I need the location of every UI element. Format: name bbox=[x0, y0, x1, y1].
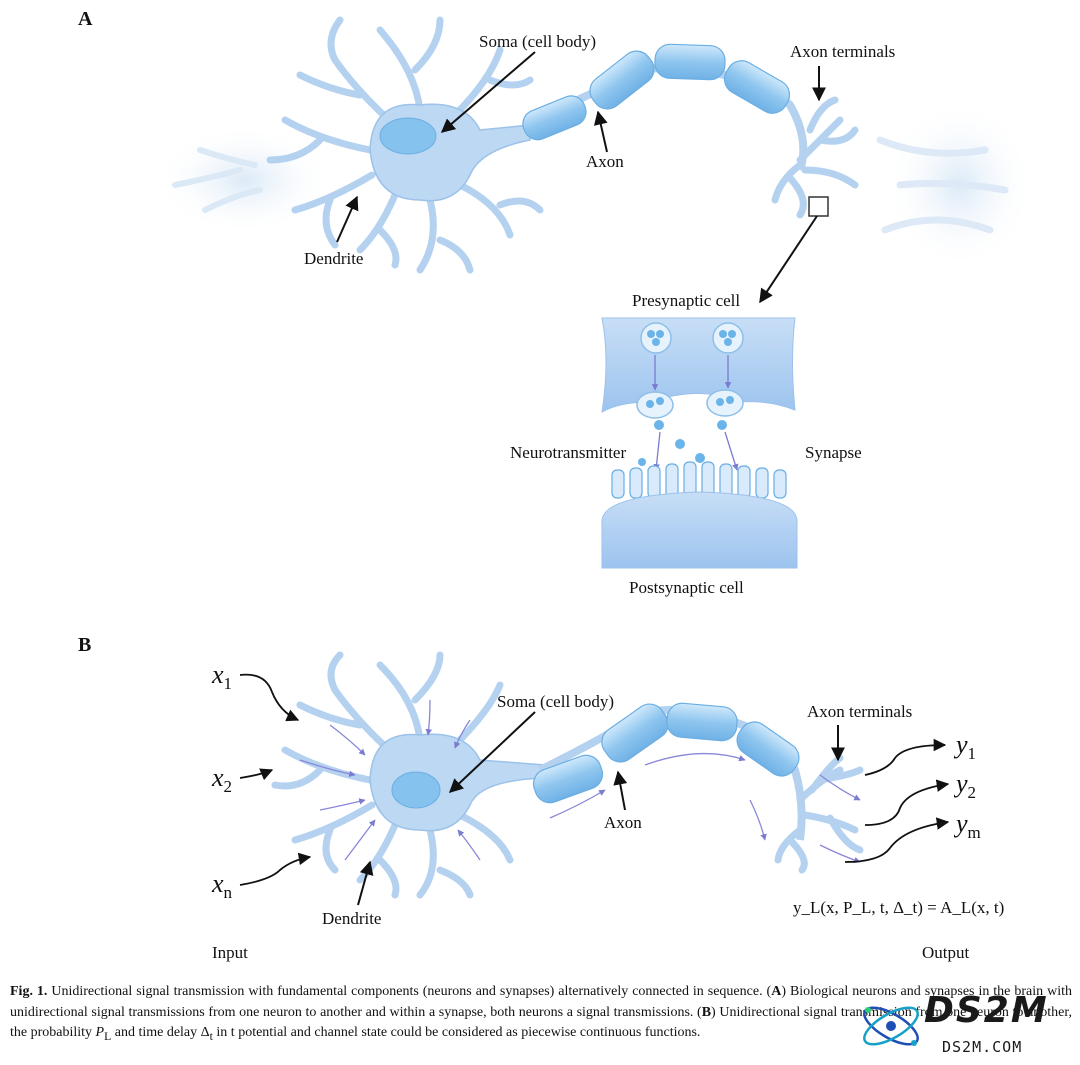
nucleus-a bbox=[379, 117, 437, 155]
neurotransmitter-label: Neurotransmitter bbox=[510, 443, 627, 462]
output-arrow-m bbox=[844, 817, 950, 863]
input-x1: x1 bbox=[212, 660, 233, 693]
axon-arrow-a bbox=[593, 110, 608, 153]
panel-b-drawing bbox=[239, 651, 950, 906]
postsynaptic-terminal bbox=[601, 491, 798, 569]
soma-arrow-a bbox=[440, 51, 536, 133]
soma-body-a bbox=[369, 103, 531, 202]
soma-label-b: Soma (cell body) bbox=[497, 692, 615, 711]
dendrite-arrow-a bbox=[336, 195, 359, 243]
input-arrow-2 bbox=[239, 768, 274, 781]
postsynaptic-label: Postsynaptic cell bbox=[629, 578, 744, 597]
input-xn: xn bbox=[212, 869, 233, 902]
presynaptic-label: Presynaptic cell bbox=[632, 291, 741, 310]
figure-caption: Fig. 1. Unidirectional signal transmissi… bbox=[10, 984, 1072, 1043]
dendrites-a bbox=[266, 16, 544, 274]
nucleus-b bbox=[391, 771, 441, 809]
zoom-arrow bbox=[759, 215, 818, 304]
input-x2: x2 bbox=[212, 763, 233, 796]
output-y1: y1 bbox=[956, 730, 977, 763]
watermark-logo: DS2M DS2M.COM bbox=[856, 988, 1071, 1064]
output-label: Output bbox=[922, 943, 970, 962]
axon-label-a: Axon bbox=[586, 152, 624, 171]
logo-sub-text: DS2M.COM bbox=[942, 1038, 1023, 1056]
output-ym: ym bbox=[956, 809, 981, 842]
output-arrow-1 bbox=[864, 738, 947, 776]
soma-arrow-b bbox=[448, 711, 536, 793]
soma-label-a: Soma (cell body) bbox=[479, 32, 597, 51]
axon-label-b: Axon bbox=[604, 813, 642, 832]
panel-b-letter: B bbox=[78, 634, 92, 656]
output-y2: y2 bbox=[956, 769, 977, 802]
axon-terminals-label-b: Axon terminals bbox=[807, 702, 913, 721]
dendrite-arrow-b bbox=[357, 860, 374, 906]
panel-a-letter: A bbox=[78, 8, 93, 30]
dendrite-label-b: Dendrite bbox=[322, 909, 382, 928]
axon-arrow-b bbox=[613, 770, 628, 811]
faded-cell-left bbox=[155, 125, 335, 235]
myelin-a bbox=[522, 43, 791, 141]
input-arrow-n bbox=[239, 852, 312, 886]
synapse-zoom bbox=[601, 317, 798, 569]
output-formula: y_L(x, P_L, t, Δ_t) = A_L(x, t) bbox=[793, 898, 1005, 917]
axon-terminals-label-a: Axon terminals bbox=[790, 42, 896, 61]
panel-a-drawing bbox=[155, 16, 1035, 569]
axon-terminals-b bbox=[774, 754, 864, 874]
atom-icon bbox=[863, 1006, 919, 1046]
presynaptic-terminal bbox=[601, 317, 796, 413]
signal-flow-arrows bbox=[299, 699, 861, 864]
axon-terminals-a bbox=[771, 96, 859, 219]
input-arrow-1 bbox=[239, 673, 300, 722]
input-label: Input bbox=[212, 943, 248, 962]
synapse-label: Synapse bbox=[805, 443, 862, 462]
zoom-box bbox=[808, 196, 829, 217]
logo-main-text: DS2M bbox=[924, 990, 1049, 1031]
neuron-illustration bbox=[155, 16, 1035, 906]
output-arrow-2 bbox=[864, 779, 950, 826]
caption-fig-label: Fig. 1. bbox=[10, 984, 48, 999]
myelin-b bbox=[532, 702, 800, 804]
dendrite-label-a: Dendrite bbox=[304, 249, 364, 268]
